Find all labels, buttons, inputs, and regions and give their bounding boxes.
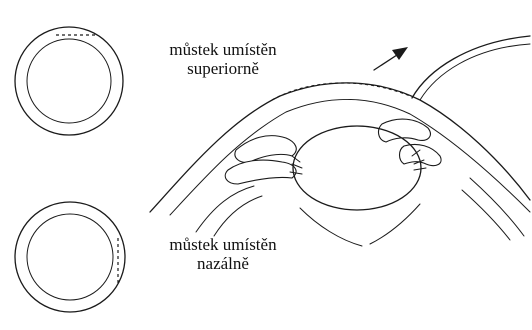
nasal-caption-line-1: můstek umístěn xyxy=(143,235,303,254)
superior-bridge-caption: můstek umístěn superiorně xyxy=(143,40,303,78)
superior-caption-line-2: superiorně xyxy=(143,59,303,78)
arrow-up-right-icon xyxy=(374,47,408,70)
superior-caption-line-1: můstek umístěn xyxy=(143,40,303,59)
nasal-bridge-caption: můstek umístěn nazálně xyxy=(143,235,303,273)
ring-superior-bridge-icon xyxy=(15,27,123,135)
nasal-caption-line-2: nazálně xyxy=(143,254,303,273)
ring-nasal-bridge-icon xyxy=(15,202,125,312)
